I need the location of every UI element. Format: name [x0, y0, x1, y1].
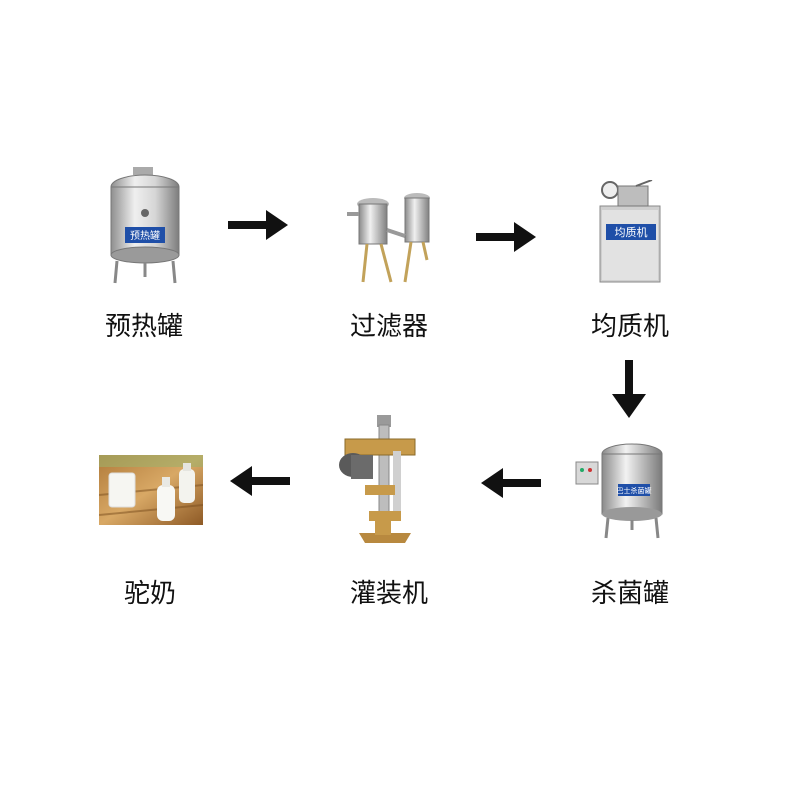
preheat-tank-plate: 预热罐 [130, 229, 160, 242]
arrow-left-icon [481, 468, 541, 498]
sterilization-tank-plate: 巴士杀菌罐 [617, 486, 652, 495]
camel-milk-image [99, 455, 203, 525]
camel-milk-label: 驼奶 [124, 573, 176, 610]
filter-image [345, 190, 440, 285]
homogenizer-plate: 均质机 [615, 225, 648, 239]
sterilization-tank-label: 杀菌罐 [591, 573, 669, 610]
homogenizer-image: 均质机 [596, 180, 666, 285]
arrow-right-icon [476, 222, 536, 252]
preheat-tank-label: 预热罐 [105, 306, 183, 343]
filling-machine-image [335, 415, 425, 545]
arrow-right-icon [228, 210, 288, 240]
sterilization-tank-image: 巴士杀菌罐 [574, 440, 669, 540]
arrow-left-icon [230, 466, 290, 496]
preheat-tank-image: 预热罐 [105, 165, 185, 285]
homogenizer-label: 均质机 [591, 306, 669, 343]
filling-machine-label: 灌装机 [350, 573, 428, 610]
arrow-down-icon [612, 360, 646, 418]
filter-label: 过滤器 [350, 306, 428, 343]
